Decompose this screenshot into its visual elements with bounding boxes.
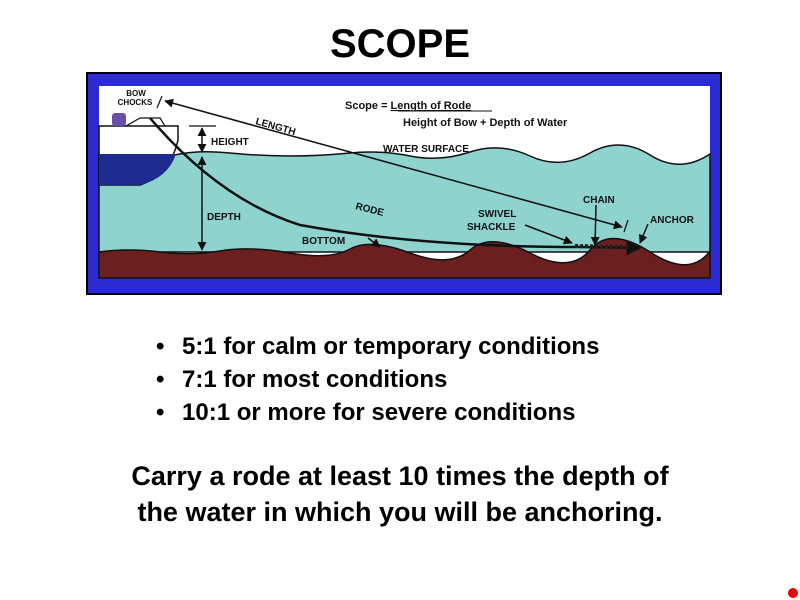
summary-line: Carry a rode at least 10 times the depth…: [131, 461, 669, 491]
summary-line: the water in which you will be anchoring…: [137, 497, 663, 527]
scope-ratio-list: • 5:1 for calm or temporary conditions • 7…: [156, 330, 599, 429]
scope-diagram: Scope = Length of Rode Height of Bow + D…: [86, 72, 722, 295]
label-height: HEIGHT: [211, 137, 249, 148]
slide-title: SCOPE: [329, 22, 471, 66]
summary-text: Carry a rode at least 10 times the depth…: [0, 458, 800, 530]
bullet-icon: •: [156, 333, 165, 360]
seabed: [98, 237, 711, 279]
list-item: • 10:1 or more for severe conditions: [156, 396, 599, 429]
label-swivel: SWIVEL: [478, 209, 516, 220]
list-item-text: 7:1 for most conditions: [182, 366, 448, 393]
list-item-text: 10:1 or more for severe conditions: [182, 399, 576, 426]
formula-left: Scope =: [345, 100, 391, 112]
label-shackle: SHACKLE: [467, 222, 516, 233]
label-chain: CHAIN: [583, 195, 615, 206]
label-chocks: CHOCKS: [118, 98, 153, 107]
formula-numerator: Length of Rode: [391, 100, 472, 112]
bullet-icon: •: [156, 399, 165, 426]
label-water-surface: WATER SURFACE: [383, 144, 469, 155]
chain: [574, 244, 631, 249]
label-depth: DEPTH: [207, 212, 241, 223]
formula-denominator: Height of Bow + Depth of Water: [403, 117, 568, 129]
bullet-icon: •: [156, 366, 165, 393]
label-bottom: BOTTOM: [302, 236, 345, 247]
svg-text:Scope = Length of Rode: Scope = Length of Rode: [345, 100, 471, 112]
label-bow: BOW: [126, 89, 146, 98]
length-arrow: [164, 98, 623, 230]
list-item: • 5:1 for calm or temporary conditions: [156, 330, 599, 363]
pointer-dot: [788, 588, 798, 598]
label-anchor: ANCHOR: [650, 215, 695, 226]
list-item: • 7:1 for most conditions: [156, 363, 599, 396]
list-item-text: 5:1 for calm or temporary conditions: [182, 333, 600, 360]
